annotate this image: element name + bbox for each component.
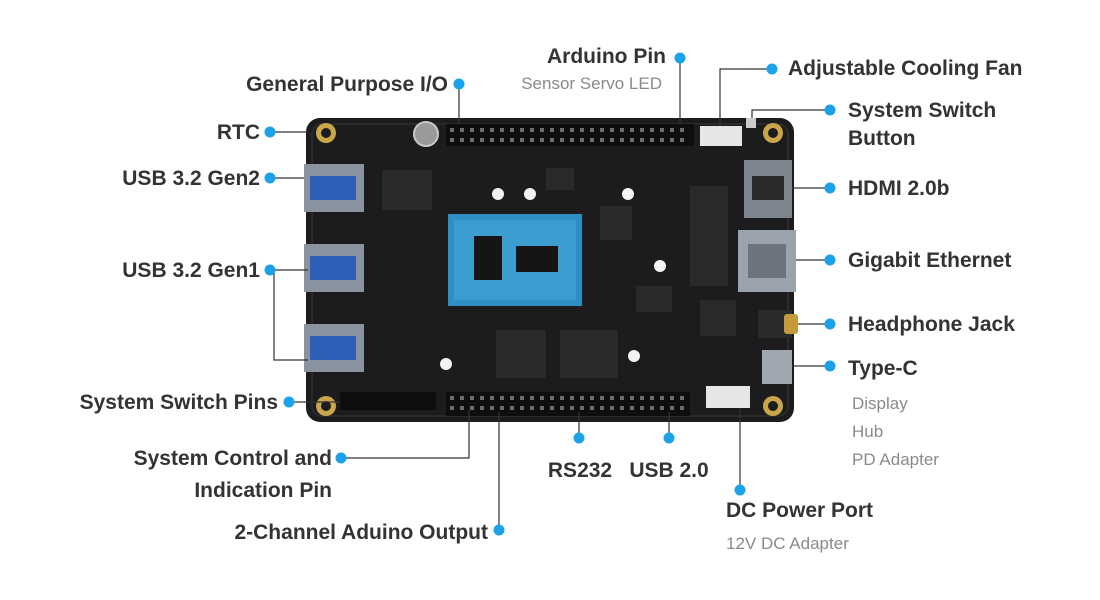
circuit-board	[304, 118, 798, 422]
label-typec: Type-C	[848, 357, 918, 380]
leader-lines	[270, 58, 830, 530]
leader-dots	[264, 52, 836, 536]
label-switch-button-1: System Switch	[848, 99, 997, 122]
label-typec-display: Display	[852, 394, 908, 413]
dc-connector	[706, 386, 750, 408]
label-usb-gen1: USB 3.2 Gen1	[122, 259, 260, 282]
switch-button	[746, 118, 756, 128]
label-rtc: RTC	[216, 121, 260, 144]
label-control-1: System Control and	[133, 447, 332, 470]
label-arduino-pin: Arduino Pin	[547, 45, 666, 68]
label-rs232: RS232	[547, 459, 613, 482]
label-switch-pins: System Switch Pins	[79, 391, 278, 414]
label-gpio: General Purpose I/O	[246, 73, 448, 96]
mounting-holes	[316, 123, 783, 416]
label-typec-pd: PD Adapter	[852, 450, 939, 469]
typec-port	[762, 350, 792, 384]
label-dc-sub: 12V DC Adapter	[726, 534, 849, 553]
label-ethernet: Gigabit Ethernet	[848, 249, 1012, 272]
usb-ports	[304, 164, 364, 372]
board-components	[382, 168, 736, 378]
switch-pins-header	[340, 392, 436, 410]
label-arduino-sub: Sensor Servo LED	[521, 74, 662, 93]
fan-connector	[700, 126, 742, 146]
gpio-header	[446, 124, 694, 146]
cpu-chip	[448, 214, 582, 306]
bottom-header	[446, 392, 690, 416]
label-aduino-output: 2-Channel Aduino Output	[234, 521, 488, 544]
label-control-2: Indication Pin	[194, 479, 332, 502]
label-dc-port: DC Power Port	[726, 499, 874, 522]
label-usb-gen2: USB 3.2 Gen2	[122, 167, 260, 190]
label-cooling-fan: Adjustable Cooling Fan	[788, 57, 1023, 80]
label-usb20: USB 2.0	[629, 459, 709, 482]
rtc-battery	[413, 121, 439, 147]
label-headphone: Headphone Jack	[848, 313, 1015, 336]
label-typec-hub: Hub	[852, 422, 884, 441]
label-hdmi: HDMI 2.0b	[848, 177, 950, 200]
label-switch-button-2: Button	[848, 127, 916, 150]
